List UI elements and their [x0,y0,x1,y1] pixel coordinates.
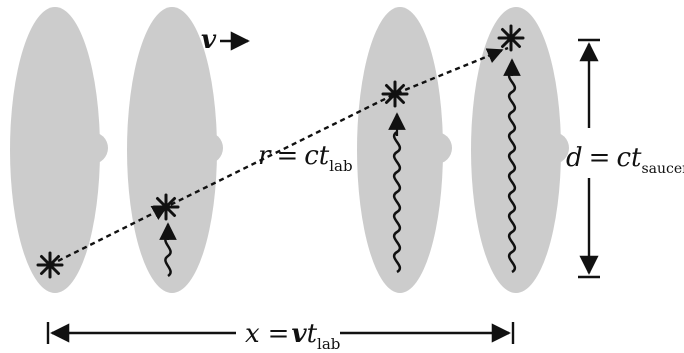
velocity-symbol: v [201,25,217,55]
event-marker-1 [36,251,64,279]
x-equation: x=vtlab [245,319,340,353]
photon-wave-saucer-4 [507,70,517,274]
d-dimension-line [578,38,600,279]
r-equation: r=ctlab [258,141,353,175]
light-path-arrow-2 [485,48,504,64]
photon-wave-saucer-3 [392,130,402,274]
event-marker-3 [381,80,409,108]
photon-wave-saucer-2 [164,234,172,278]
saucer-2 [127,7,223,293]
saucer-1 [10,7,108,293]
event-marker-4 [497,24,525,52]
event-marker-2 [152,193,180,221]
d-equation: d=ctsaucer [566,143,684,177]
light-path [49,46,509,267]
saucer-4 [471,7,569,293]
x-dimension-line [46,322,515,344]
saucer-3 [357,7,452,293]
